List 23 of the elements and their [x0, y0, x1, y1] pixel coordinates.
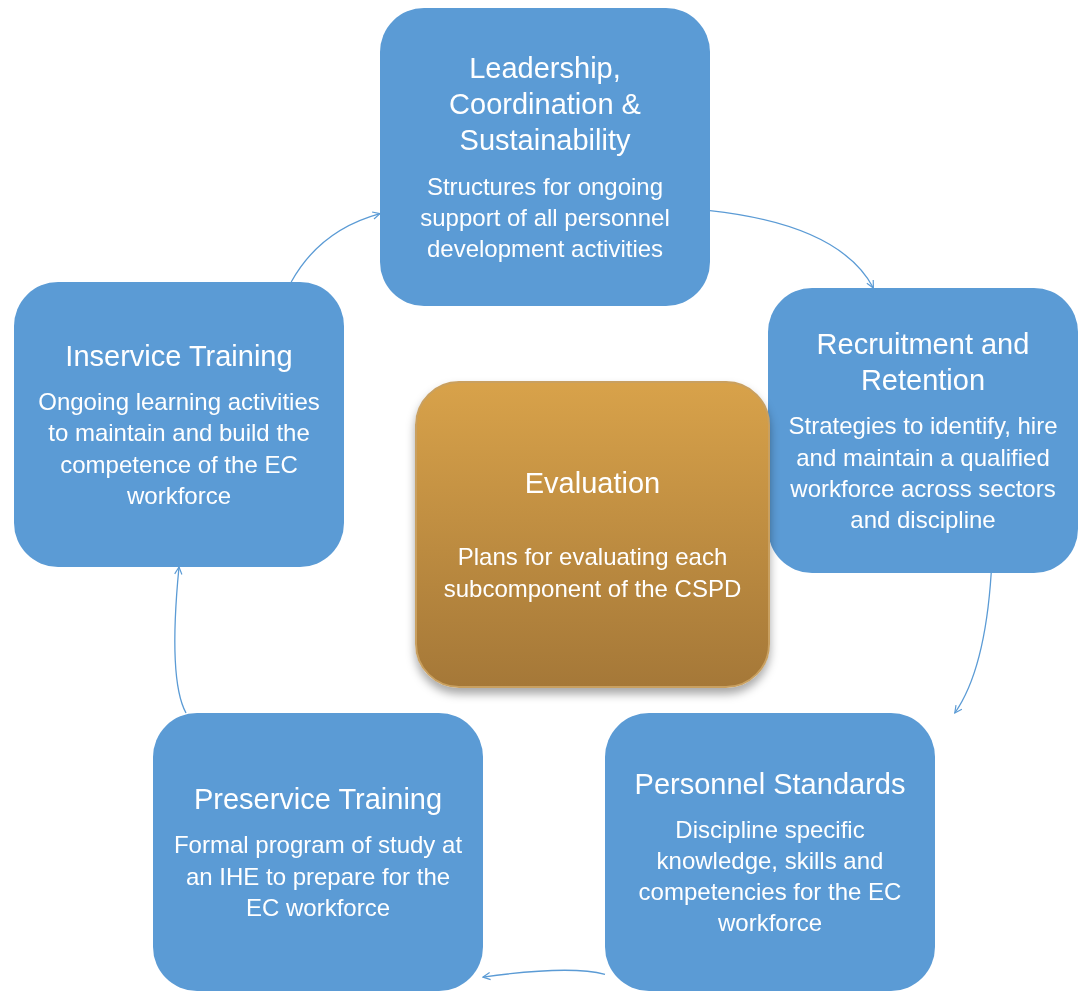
box-heading: Leadership, Coordination & Sustainability — [448, 50, 642, 159]
evaluation-box — [415, 381, 770, 688]
box-heading: Personnel Standards — [634, 766, 906, 802]
process-box — [605, 713, 935, 991]
box-heading: Preservice Training — [193, 782, 443, 818]
box-description: Ongoing learning activities to maintain and build the competence of the EC workforce — [37, 387, 321, 511]
curved-arrow — [709, 210, 875, 289]
curved-arrow — [290, 211, 381, 283]
process-box — [153, 713, 483, 991]
box-description: Formal program of study at an IHE to prepare for the EC workforce — [172, 830, 464, 923]
process-box — [14, 282, 344, 567]
curved-arrow — [174, 566, 187, 714]
box-description: Strategies to identify, hire and maintain a qualified workforce across sectors and discipline — [787, 411, 1059, 535]
box-heading: Recruitment and Retention — [815, 326, 1031, 399]
box-description: Structures for ongoing support of all personnel development activities — [419, 171, 671, 264]
curved-arrow — [482, 969, 606, 981]
box-heading: Evaluation — [524, 466, 661, 502]
box-heading: Inservice Training — [65, 339, 293, 374]
process-box — [768, 288, 1078, 573]
process-box — [380, 8, 710, 306]
curved-arrow — [954, 572, 992, 714]
box-description: Discipline specific knowledge, skills and competencies for the EC workforce — [637, 814, 903, 939]
box-description: Plans for evaluating each subcomponent of the CSPD — [442, 542, 743, 604]
